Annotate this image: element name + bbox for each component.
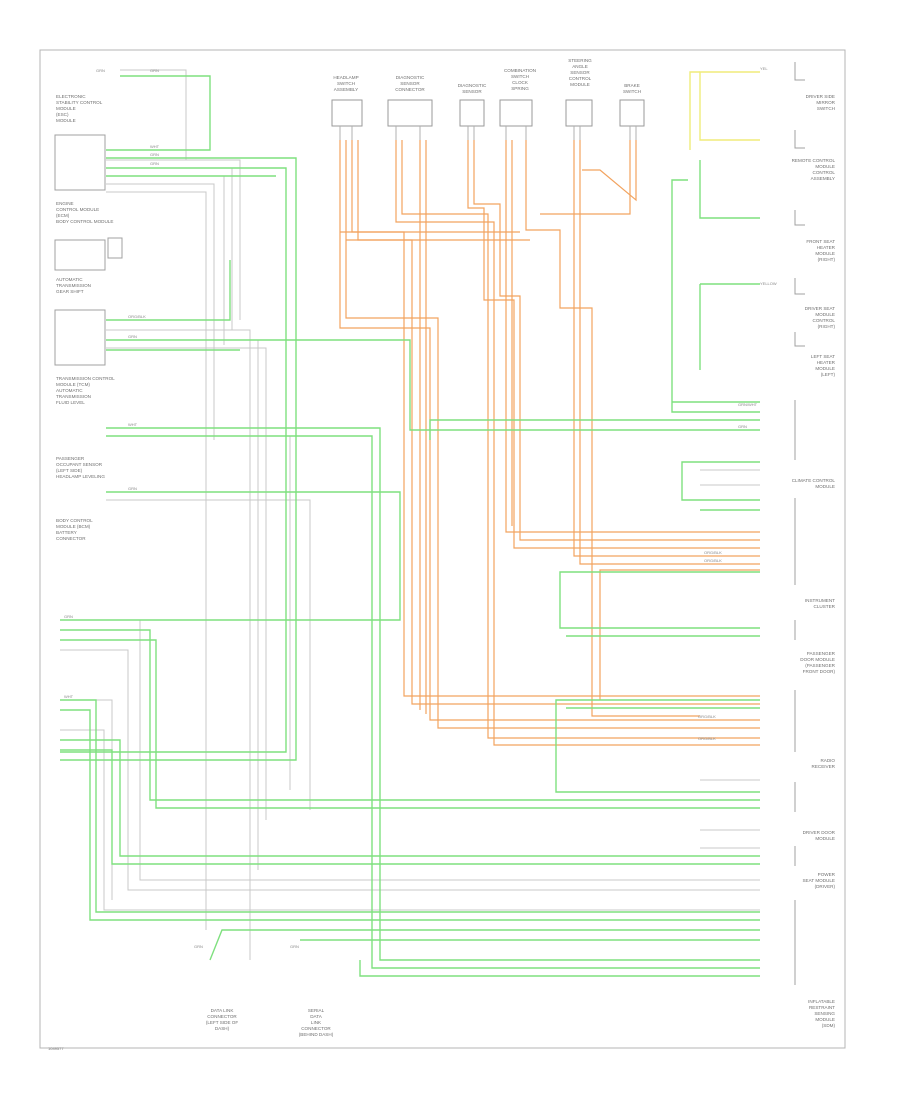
wire-tag: GRN bbox=[96, 68, 105, 73]
wire-tag: GRN bbox=[128, 486, 137, 491]
wire-tag: GRN bbox=[150, 161, 159, 166]
left-modules bbox=[54, 134, 123, 366]
wire-tag: GRN bbox=[150, 68, 159, 73]
wire-tags: GRN GRN WHT GRN GRN ORG/BLK GRN WHT GRN … bbox=[64, 66, 777, 949]
right-brackets bbox=[794, 62, 805, 985]
wire-tag: GRN bbox=[64, 614, 73, 619]
wire-tag: YELLOW bbox=[760, 281, 777, 286]
top-connectors bbox=[331, 99, 645, 127]
yellow-wires bbox=[689, 71, 760, 150]
top-pin-stubs bbox=[339, 126, 637, 140]
wire-tag: WHT bbox=[64, 694, 74, 699]
wire-tag: GRN bbox=[194, 944, 203, 949]
wire-tag: ORG/BLK bbox=[698, 714, 716, 719]
wire-tag: ORG/BLK bbox=[698, 736, 716, 741]
wire-tag: GRN bbox=[290, 944, 299, 949]
grey-wires bbox=[60, 69, 760, 960]
wire-tag: ORG/BLK bbox=[704, 558, 722, 563]
wire-tag: ORG/BLK bbox=[128, 314, 146, 319]
wire-tag: GRN/WHT bbox=[738, 402, 758, 407]
diagram-border bbox=[39, 49, 846, 1049]
wire-tag: GRN bbox=[738, 424, 747, 429]
wire-tag: YEL bbox=[760, 66, 768, 71]
wire-tag: WHT bbox=[128, 422, 138, 427]
orange-wires bbox=[339, 140, 760, 746]
wire-tag: GRN bbox=[128, 334, 137, 339]
wire-tag: WHT bbox=[150, 144, 160, 149]
figure-code: 1049577 bbox=[48, 1046, 64, 1051]
wire-tag: GRN bbox=[150, 152, 159, 157]
wire-tag: ORG/BLK bbox=[704, 550, 722, 555]
green-wires bbox=[60, 75, 760, 977]
